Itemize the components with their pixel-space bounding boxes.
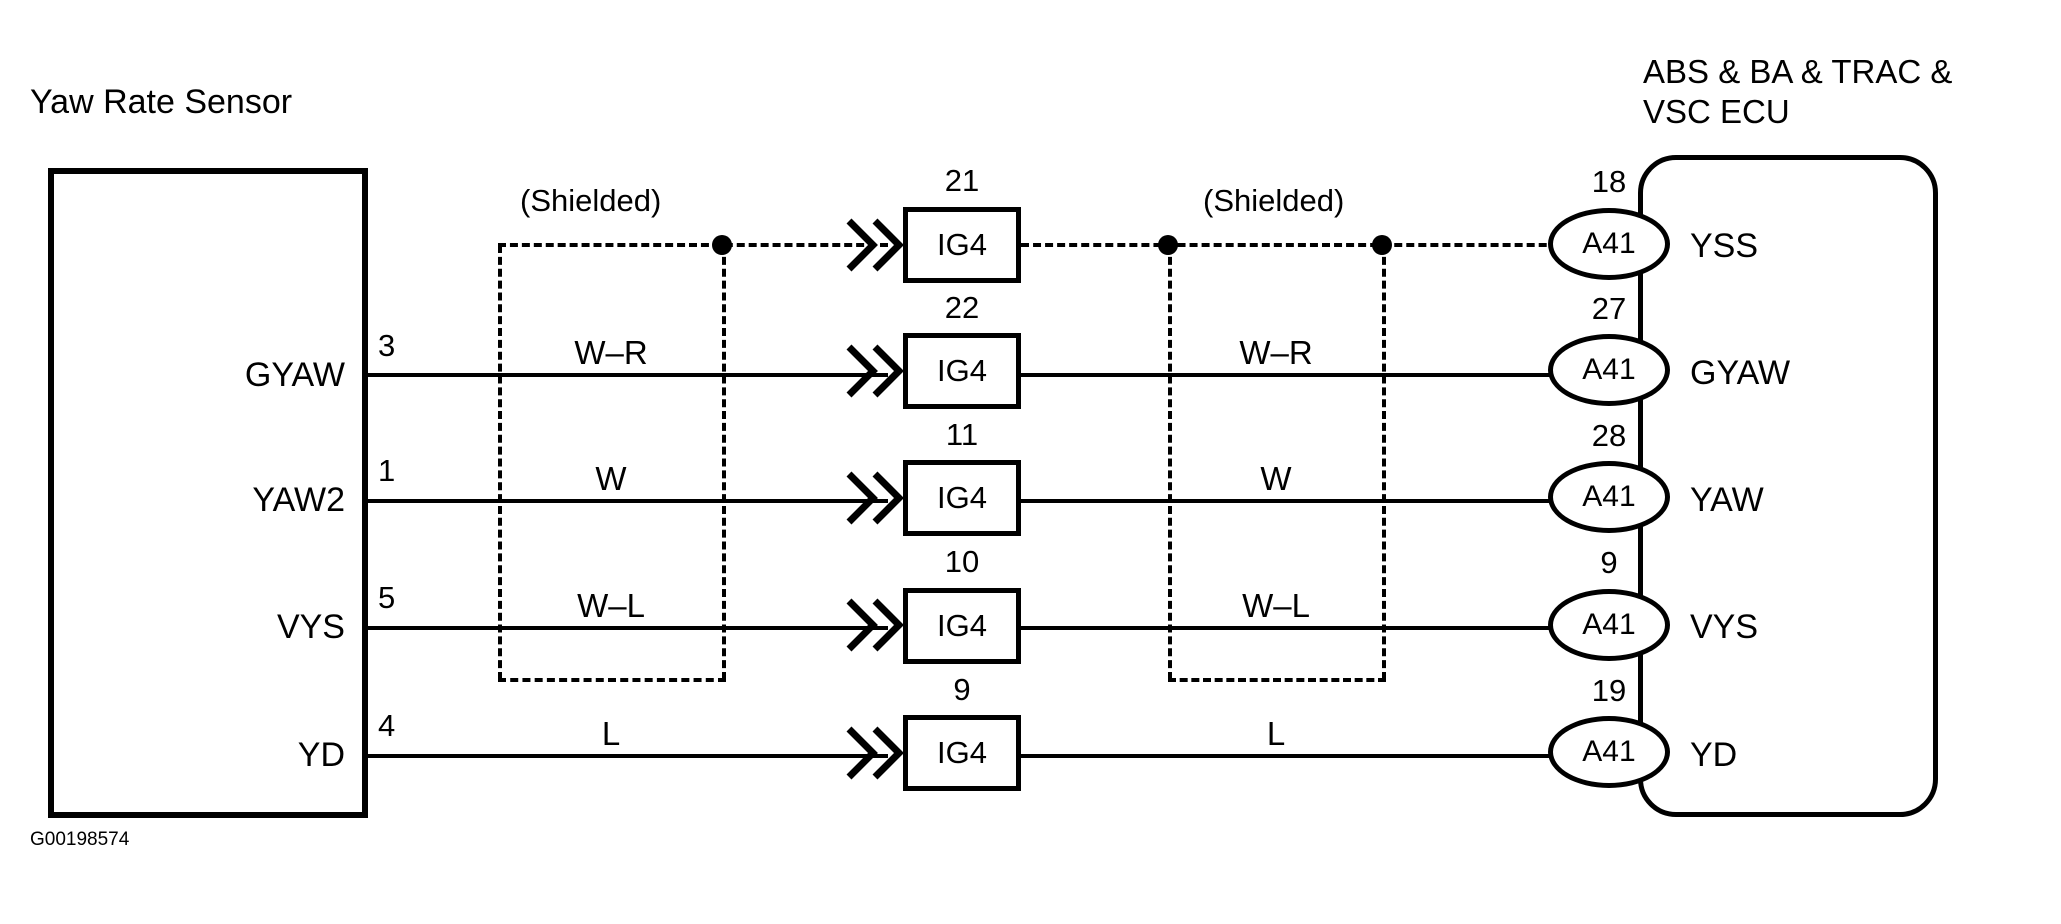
- a41-label-2: A41: [1582, 353, 1636, 386]
- wire-label-right-4: L: [1266, 715, 1286, 752]
- ecu-title-line2: VSC ECU: [1643, 93, 1790, 130]
- ecu-pin-28: 28: [1591, 418, 1627, 453]
- connector-arrow-icon-1: [846, 218, 904, 272]
- wire-left-l: [368, 754, 888, 758]
- wire-right-w-r: [1021, 373, 1641, 377]
- ecu-connector-a41-9[interactable]: A41: [1548, 589, 1670, 661]
- wire-label-left-3: W–L: [577, 587, 645, 624]
- ecu-pin-27: 27: [1591, 291, 1627, 326]
- shield-box-right-right-edge: [1382, 245, 1386, 680]
- shield-box-left-bottom: [498, 678, 726, 682]
- connector-arrow-icon-4: [846, 598, 904, 652]
- a41-label-1: A41: [1582, 227, 1636, 260]
- figure-code: G00198574: [30, 829, 130, 850]
- wire-label-left-2: W: [595, 460, 627, 497]
- sensor-pin-5: 5: [378, 580, 396, 615]
- ecu-connector-a41-19[interactable]: A41: [1548, 716, 1670, 788]
- sensor-signal-yd: YD: [297, 736, 345, 774]
- ecu-pin-18: 18: [1591, 164, 1627, 199]
- sensor-pin-1: 1: [378, 453, 396, 488]
- wire-left-w-l: [368, 626, 888, 630]
- ecu-connector-a41-27[interactable]: A41: [1548, 334, 1670, 406]
- abs-ba-trac-vsc-ecu-box: [1638, 155, 1938, 817]
- wire-right-w: [1021, 499, 1641, 503]
- ecu-signal-yss: YSS: [1690, 227, 1759, 265]
- shield-wire-right: [1021, 243, 1631, 247]
- ecu-pin-9: 9: [1600, 545, 1618, 580]
- sensor-signal-vys: VYS: [276, 608, 345, 646]
- ig4-pin-9: 9: [953, 672, 971, 707]
- connector-arrow-icon-5: [846, 726, 904, 780]
- ig4-label-4: IG4: [937, 608, 987, 643]
- connector-arrow-icon-2: [846, 344, 904, 398]
- wire-left-w: [368, 499, 888, 503]
- shield-junction-dot-left: [712, 235, 732, 255]
- wire-left-w-r: [368, 373, 888, 377]
- wire-label-right-2: W: [1260, 460, 1292, 497]
- yaw-rate-sensor-box: [48, 168, 368, 818]
- ig4-connector-4[interactable]: IG4: [903, 588, 1021, 664]
- ig4-connector-3[interactable]: IG4: [903, 460, 1021, 536]
- ecu-title-line1: ABS & BA & TRAC &: [1643, 53, 1953, 90]
- ig4-pin-21: 21: [944, 163, 980, 198]
- shielded-label-right: (Shielded): [1203, 183, 1345, 218]
- shield-box-right-left-edge: [1168, 245, 1172, 680]
- ecu-signal-vys: VYS: [1690, 608, 1759, 646]
- shield-box-right-bottom: [1168, 678, 1386, 682]
- sensor-signal-gyaw: GYAW: [244, 356, 345, 394]
- shield-box-left-edge: [498, 245, 502, 680]
- ecu-signal-yaw: YAW: [1690, 481, 1764, 519]
- shield-junction-dot-right-2: [1372, 235, 1392, 255]
- a41-label-5: A41: [1582, 735, 1636, 768]
- ecu-connector-a41-18[interactable]: A41: [1548, 208, 1670, 280]
- sensor-pin-4: 4: [378, 708, 396, 743]
- ecu-pin-19: 19: [1591, 673, 1627, 708]
- shield-junction-dot-right-1: [1158, 235, 1178, 255]
- ig4-label-2: IG4: [937, 353, 987, 388]
- ig4-connector-5[interactable]: IG4: [903, 715, 1021, 791]
- shield-wire-left: [498, 243, 888, 247]
- ig4-label-3: IG4: [937, 480, 987, 515]
- ig4-label-5: IG4: [937, 735, 987, 770]
- ig4-connector-1[interactable]: IG4: [903, 207, 1021, 283]
- ig4-pin-10: 10: [944, 544, 980, 579]
- shielded-label-left: (Shielded): [520, 183, 662, 218]
- ecu-connector-a41-28[interactable]: A41: [1548, 461, 1670, 533]
- ig4-label-1: IG4: [937, 227, 987, 262]
- sensor-signal-yaw2: YAW2: [252, 481, 345, 519]
- ig4-connector-2[interactable]: IG4: [903, 333, 1021, 409]
- wire-label-right-3: W–L: [1242, 587, 1310, 624]
- a41-label-3: A41: [1582, 480, 1636, 513]
- wire-label-left-4: L: [601, 715, 621, 752]
- shield-box-left-right-edge: [722, 245, 726, 680]
- wire-label-left-1: W–R: [574, 334, 648, 371]
- wire-label-right-1: W–R: [1239, 334, 1313, 371]
- ecu-signal-gyaw: GYAW: [1690, 354, 1791, 392]
- ig4-pin-22: 22: [944, 290, 980, 325]
- wire-right-w-l: [1021, 626, 1641, 630]
- sensor-title: Yaw Rate Sensor: [30, 83, 293, 121]
- connector-arrow-icon-3: [846, 471, 904, 525]
- ig4-pin-11: 11: [945, 417, 979, 452]
- sensor-pin-3: 3: [378, 328, 396, 363]
- ecu-signal-yd: YD: [1690, 736, 1738, 774]
- wire-right-l: [1021, 754, 1641, 758]
- a41-label-4: A41: [1582, 608, 1636, 641]
